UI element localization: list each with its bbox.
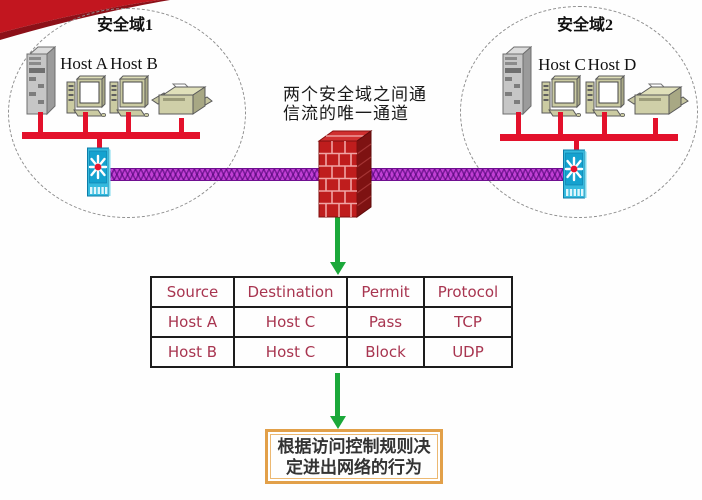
printer-icon: [627, 80, 689, 122]
host-b-label: Host B: [110, 54, 158, 73]
lan-drop: [179, 118, 184, 134]
host-d-label: Host D: [587, 55, 637, 74]
arrow-down-icon: [329, 262, 346, 275]
host-computer-icon: [66, 73, 106, 119]
server-icon: [502, 44, 532, 116]
host-computer-icon: [109, 73, 149, 119]
acl-cell: Host C: [233, 306, 348, 338]
acl-cell: Pass: [346, 306, 425, 338]
switch-uplink: [574, 141, 579, 152]
acl-header-source: Source: [150, 276, 235, 308]
lan-drop: [126, 112, 131, 134]
security-domain-2-ellipse: [460, 6, 698, 218]
switch-icon: [87, 147, 111, 197]
lan-bus: [22, 132, 200, 139]
firewall-icon: [316, 128, 374, 220]
host-a-label: Host A: [60, 54, 108, 73]
acl-header-row: Source Destination Permit Protocol: [150, 276, 513, 308]
lan-drop: [653, 118, 658, 134]
server-icon: [26, 44, 56, 116]
lan-drop: [516, 112, 521, 134]
acl-table: Source Destination Permit Protocol Host …: [150, 276, 513, 368]
corner-ribbon-icon: [0, 0, 170, 42]
conclusion-line1: 根据访问控制规则决: [277, 436, 431, 456]
arrow-down-icon: [329, 416, 346, 429]
channel-annotation-line2: 信流的唯一通道: [283, 104, 409, 123]
arrow-down-icon: [335, 373, 340, 416]
acl-cell: Host C: [233, 336, 348, 368]
host-computer-icon: [585, 73, 625, 119]
host-computer-icon: [541, 73, 581, 119]
acl-header-destination: Destination: [233, 276, 348, 308]
lan-bus: [500, 134, 678, 141]
acl-rule-row: Host A Host C Pass TCP: [150, 306, 513, 338]
acl-cell: UDP: [423, 336, 513, 368]
lan-drop: [558, 112, 563, 134]
host-c-label: Host C: [538, 55, 586, 74]
acl-cell: Block: [346, 336, 425, 368]
lan-drop: [602, 112, 607, 134]
acl-cell: TCP: [423, 306, 513, 338]
switch-icon: [563, 149, 587, 199]
lan-drop: [38, 112, 43, 134]
acl-cell: Host A: [150, 306, 235, 338]
channel-annotation: 两个安全域之间通 信流的唯一通道: [283, 85, 473, 123]
security-domain-2-label: 安全域2: [556, 17, 613, 34]
acl-rule-row: Host B Host C Block UDP: [150, 336, 513, 368]
lan-drop: [83, 112, 88, 134]
acl-header-permit: Permit: [346, 276, 425, 308]
arrow-down-icon: [335, 216, 340, 262]
printer-icon: [151, 80, 213, 122]
security-domain-1-label: 安全域1: [96, 17, 153, 34]
acl-cell: Host B: [150, 336, 235, 368]
conclusion-box: 根据访问控制规则决 定进出网络的行为: [265, 429, 443, 484]
switch-uplink: [97, 139, 102, 150]
acl-header-protocol: Protocol: [423, 276, 513, 308]
channel-annotation-line1: 两个安全域之间通: [283, 85, 427, 104]
security-domain-1-ellipse: [8, 8, 246, 218]
conclusion-line2: 定进出网络的行为: [286, 457, 422, 477]
